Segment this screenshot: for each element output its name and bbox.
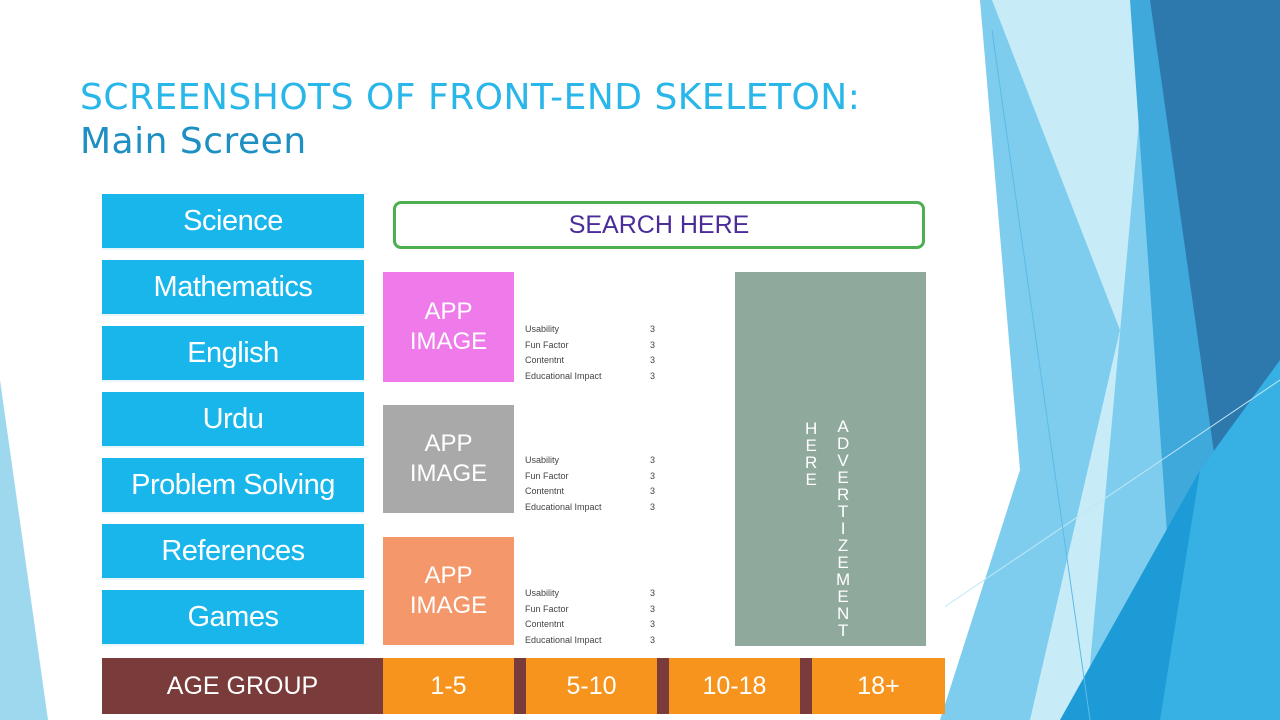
rating-score: 3	[649, 619, 655, 629]
ad-letter: E	[837, 587, 849, 606]
rating-score: 3	[649, 603, 655, 614]
ad-letter: V	[837, 451, 849, 470]
rating-score: 3	[649, 324, 655, 334]
rating-name: Educational Impact	[525, 634, 602, 645]
category-button-english[interactable]: English	[102, 326, 364, 382]
age-option-18-plus[interactable]: 18+	[812, 658, 945, 714]
ad-letter: E	[805, 436, 817, 455]
rating-row: Educational Impact 3	[525, 369, 655, 385]
age-option-10-18[interactable]: 10-18	[669, 658, 800, 714]
app-image-1[interactable]: APP IMAGE	[383, 272, 514, 382]
age-group-bar: AGE GROUP 1-5 5-10 10-18 18+	[102, 658, 945, 714]
rating-row: Contentnt 3	[525, 617, 655, 633]
category-button-problem-solving[interactable]: Problem Solving	[102, 458, 364, 514]
rating-score: 3	[649, 370, 655, 381]
rating-score: 3	[649, 588, 655, 598]
rating-score: 3	[649, 470, 655, 481]
title-line-2: Main Screen	[80, 121, 307, 162]
app-ratings-2: Usability 3 Fun Factor 3 Contentnt 3 Educat…	[525, 453, 655, 515]
category-button-games[interactable]: Games	[102, 590, 364, 646]
rating-score: 3	[649, 486, 655, 496]
search-input[interactable]: SEARCH HERE	[393, 201, 925, 249]
ad-letter: R	[836, 485, 850, 504]
ad-letter: E	[805, 470, 817, 489]
rating-name: Contentnt	[525, 355, 565, 365]
rating-name: Usability	[525, 588, 560, 598]
rating-row: Usability 3	[525, 586, 655, 602]
age-option-5-10[interactable]: 5-10	[526, 658, 657, 714]
ad-letter: I	[840, 519, 846, 538]
ad-letter: A	[837, 417, 849, 436]
ad-letter: D	[836, 434, 850, 453]
main-screen-mockup: Science Mathematics English Urdu Problem…	[100, 192, 945, 714]
app-ratings-1: Usability 3 Fun Factor 3 Contentnt 3 Educat…	[525, 322, 655, 384]
rating-name: Fun Factor	[525, 339, 569, 350]
rating-row: Usability 3	[525, 453, 655, 469]
rating-row: Fun Factor 3	[525, 469, 655, 485]
page-title: SCREENSHOTS OF FRONT-END SKELETON: Main …	[80, 76, 860, 164]
rating-name: Educational Impact	[525, 370, 602, 381]
rating-score: 3	[649, 339, 655, 350]
rating-name: Contentnt	[525, 619, 565, 629]
age-option-1-5[interactable]: 1-5	[383, 658, 514, 714]
rating-name: Usability	[525, 324, 560, 334]
category-button-science[interactable]: Science	[102, 194, 364, 250]
category-button-urdu[interactable]: Urdu	[102, 392, 364, 448]
ad-letter: E	[837, 468, 849, 487]
category-button-references[interactable]: References	[102, 524, 364, 580]
rating-name: Contentnt	[525, 486, 565, 496]
rating-score: 3	[649, 355, 655, 365]
ad-letter: R	[805, 453, 818, 472]
rating-row: Educational Impact 3	[525, 500, 655, 516]
ad-letter: T	[837, 621, 849, 640]
ad-letter: T	[837, 502, 849, 521]
app-image-3[interactable]: APP IMAGE	[383, 537, 514, 645]
ad-letter: M	[836, 570, 851, 589]
rating-row: Contentnt 3	[525, 484, 655, 500]
rating-row: Fun Factor 3	[525, 602, 655, 618]
rating-row: Fun Factor 3	[525, 338, 655, 354]
category-button-mathematics[interactable]: Mathematics	[102, 260, 364, 316]
rating-name: Fun Factor	[525, 470, 569, 481]
rating-name: Fun Factor	[525, 603, 569, 614]
rating-score: 3	[649, 634, 655, 645]
ad-letter: E	[837, 553, 849, 572]
rating-row: Contentnt 3	[525, 353, 655, 369]
app-ratings-3: Usability 3 Fun Factor 3 Contentnt 3 Educat…	[525, 586, 655, 648]
title-line-1: SCREENSHOTS OF FRONT-END SKELETON:	[80, 77, 861, 118]
rating-row: Educational Impact 3	[525, 633, 655, 649]
rating-row: Usability 3	[525, 322, 655, 338]
ad-letter: N	[836, 604, 850, 623]
ad-letter: Z	[837, 536, 849, 555]
ad-letter: H	[805, 419, 818, 438]
age-group-label: AGE GROUP	[166, 671, 319, 700]
rating-name: Educational Impact	[525, 501, 602, 512]
app-image-2[interactable]: APP IMAGE	[383, 405, 514, 513]
rating-score: 3	[649, 501, 655, 512]
rating-name: Usability	[525, 455, 560, 465]
rating-score: 3	[649, 455, 655, 465]
